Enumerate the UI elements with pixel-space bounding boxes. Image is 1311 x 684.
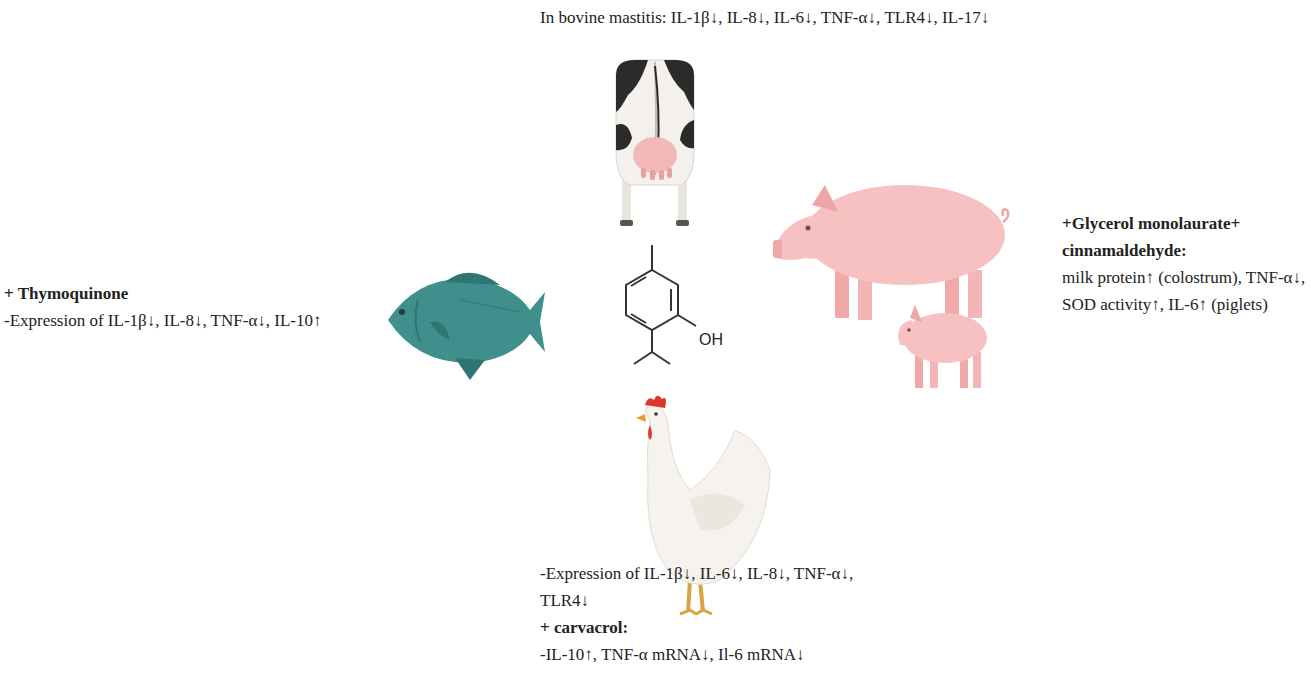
piglet-figure bbox=[898, 305, 987, 388]
thymol-structure bbox=[626, 245, 696, 364]
fish-figure bbox=[388, 273, 545, 380]
finding-text: -Expression of IL-1β↓, IL-6↓, IL-8↓, TNF… bbox=[540, 560, 870, 614]
finding-text: milk protein↑ (colostrum), TNF-α↓, SOD a… bbox=[1062, 264, 1306, 318]
atom-label: OH bbox=[699, 330, 723, 350]
treatment-label: + Thymoquinone bbox=[4, 280, 349, 307]
cow-figure bbox=[616, 60, 694, 226]
pig-figure bbox=[773, 185, 1008, 320]
treatment-label: + carvacrol: bbox=[540, 614, 870, 641]
treatment-label: +Glycerol monolaurate+ cinnamaldehyde: bbox=[1062, 210, 1306, 264]
finding-text: -IL-10↑, TNF-α mRNA↓, Il-6 mRNA↓ bbox=[540, 641, 870, 668]
finding-text: In bovine mastitis: IL-1β↓, IL-8↓, IL-6↓… bbox=[540, 4, 1200, 31]
finding-text: -Expression of IL-1β↓, IL-8↓, TNF-α↓, IL… bbox=[4, 307, 349, 334]
